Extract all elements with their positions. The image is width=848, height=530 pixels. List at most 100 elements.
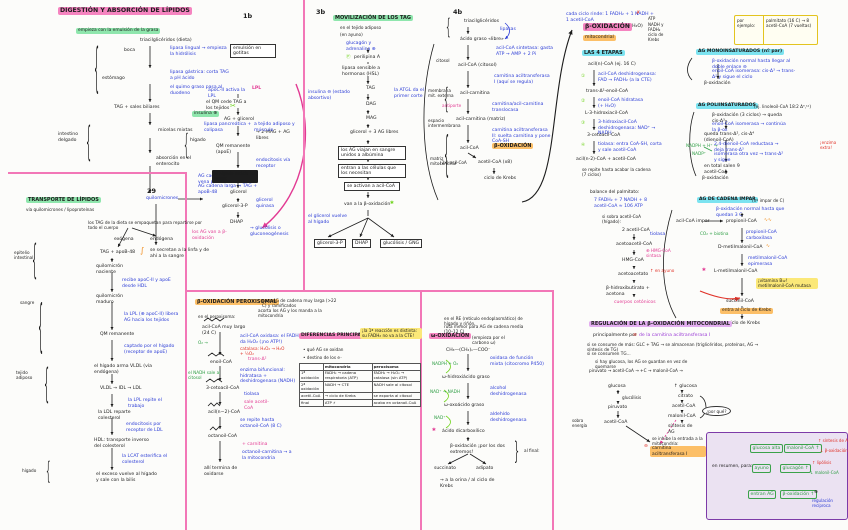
note-text: ⊕ HMG-CoA sintasa bbox=[646, 248, 671, 259]
note-text: ↓ malonil-CoA bbox=[810, 470, 839, 475]
note-text: ácido dicarboxílico bbox=[442, 429, 485, 434]
note-text: β-oxidación ↑ bbox=[780, 490, 817, 499]
note-text: ↑ glucosa bbox=[674, 384, 697, 389]
step-3: ③ bbox=[581, 121, 586, 126]
note-text: DHAP bbox=[352, 239, 371, 248]
inhibition-icon: ⊖ bbox=[644, 444, 648, 449]
note-text: L-3-hidroxiacil-CoA bbox=[585, 111, 628, 116]
connector-arrow bbox=[467, 152, 477, 159]
note-text: quilomicrón naciente bbox=[96, 264, 123, 275]
header-transporte: TRANSPORTE DE LÍPIDOS bbox=[26, 197, 101, 204]
note-text: acil-CoA impar bbox=[676, 219, 710, 224]
page-marker-29: 29 bbox=[147, 187, 157, 195]
note-text: (+ H₂O) bbox=[625, 24, 643, 29]
note-text: sangre bbox=[20, 300, 35, 305]
step-1: ① bbox=[581, 74, 586, 79]
note-text: metilmalonil-CoA epimerasa bbox=[748, 256, 788, 267]
note-text: lipasa lingual → empieza la hidrólisis bbox=[170, 46, 227, 57]
header-4-etapas: LAS 4 ETAPAS bbox=[582, 50, 625, 57]
note-text: si se consume de más: GLC + TAG → se alm… bbox=[587, 342, 759, 353]
note-text: ↓ β-oxidación bbox=[820, 448, 848, 453]
connector-arrow bbox=[131, 227, 157, 237]
panel-divider bbox=[552, 290, 554, 530]
connector-arrow bbox=[445, 359, 451, 374]
note-text: β-oxidación normal hasta que quedan 3 C bbox=[716, 207, 785, 218]
note-text: propionil-CoA carboxilasa bbox=[746, 230, 777, 241]
note-text: enoil-CoA hidratasa (+ H₂O) bbox=[598, 98, 644, 109]
note-text: endocitosis vía receptor bbox=[256, 158, 291, 169]
note-text: glicerol quinasa bbox=[256, 198, 275, 209]
connector-arrow bbox=[663, 209, 677, 319]
connector-arrow bbox=[521, 29, 573, 203]
note-text: DHAP bbox=[230, 220, 243, 225]
note-text: tiolasa bbox=[650, 232, 666, 237]
note-text: TAG + sales biliares bbox=[114, 105, 160, 110]
star-icon: ✱ bbox=[432, 428, 436, 433]
note-text: endógena bbox=[150, 237, 173, 242]
note-text: citosol bbox=[436, 58, 450, 63]
note-text: tiolasa: entra CoA-SH, corta y sale acet… bbox=[598, 142, 662, 153]
note-text: acil-carnitina (matriz) bbox=[456, 117, 506, 122]
note-text: enzima bifuncional: hidratasa + deshidro… bbox=[240, 368, 296, 385]
header-omega: ω-OXIDACIÓN bbox=[429, 333, 472, 340]
table-cell: 2ª oxidación bbox=[299, 381, 324, 394]
note-text: acil(n−2)-CoA bbox=[208, 410, 240, 415]
note-text: catalasa: H₂O₂ → H₂O + ½O₂ bbox=[240, 346, 285, 357]
connector-arrow bbox=[689, 111, 697, 177]
note-text: acil(n-2)-CoA + acetil-CoA bbox=[576, 157, 636, 162]
panel-divider bbox=[185, 290, 553, 292]
note-text: β-oxidación bbox=[702, 176, 729, 181]
note-text: acil-carnitina bbox=[460, 91, 490, 96]
scissors-icon: ✂ bbox=[230, 102, 236, 110]
note-text: glucosa alta bbox=[750, 444, 783, 453]
header-beta-oxidacion: β-OXIDACIÓN bbox=[583, 23, 632, 31]
note-text: ¡enzima extra! bbox=[820, 140, 837, 150]
note-text: ciclo de Krebs bbox=[484, 176, 517, 181]
note-text: si sobra acetil-CoA (hígado): bbox=[602, 214, 641, 225]
note-text: emulsión en gotitas bbox=[230, 44, 276, 59]
note-text: carnitina aciltransferasa I (aquí se reg… bbox=[494, 74, 550, 85]
note-text: el NADH sale al citosol bbox=[188, 370, 221, 381]
note-text: matriz mitocondrial bbox=[430, 156, 457, 167]
note-text: absorción en el enterocito bbox=[156, 156, 192, 167]
note-text: 2,4-dienoil-CoA reductasa → deja trans-Δ… bbox=[714, 142, 779, 153]
note-text: DAG bbox=[366, 102, 377, 107]
note-text: perilipina A bbox=[354, 55, 380, 60]
note-text: entran a las células que los necesitan bbox=[338, 164, 406, 179]
connector-arrow bbox=[443, 389, 449, 403]
note-text: el hígado arma VLDL (vía endógena) bbox=[94, 364, 152, 375]
note-text: L-metilmalonil-CoA bbox=[714, 269, 758, 274]
note-text: → 2-MAG + AG libres bbox=[256, 130, 290, 141]
note-text: TAG + apoB-48 bbox=[100, 250, 136, 255]
note-text: tejido adiposo bbox=[16, 370, 33, 381]
note-text: alcohol deshidrogenasa bbox=[490, 386, 527, 397]
note-text: ω-oxoácido graso bbox=[444, 403, 485, 408]
note-text: mitocondrial bbox=[583, 35, 616, 41]
note-text: β-oxidación normal hasta llegar al doble… bbox=[712, 59, 791, 70]
note-text: el quimo graso pasa al duodeno bbox=[170, 85, 223, 96]
subtitle-digestion: empieza con la emulsión de la grasa bbox=[76, 28, 161, 34]
step-4: ④ bbox=[581, 143, 586, 148]
note-text: ciclo de Krebs bbox=[648, 32, 664, 42]
panel-divider bbox=[303, 0, 305, 292]
note-text: octanoil-CoA bbox=[208, 434, 238, 439]
note-text: se repite hasta acabar la cadena (7 cicl… bbox=[582, 167, 651, 178]
note-text: ácido graso «libre» bbox=[460, 37, 504, 42]
note-text: • qué AG se oxidan bbox=[303, 347, 344, 352]
note-text: carnitina/acil-carnitina translocasa bbox=[492, 102, 544, 113]
header-diferencias: DIFERENCIAS PRINCIPALES bbox=[299, 333, 373, 339]
note-text: glucagón y adrenalina ⊕ bbox=[346, 41, 376, 52]
panel-divider bbox=[8, 172, 185, 174]
note-text: acil-CoA deshidrogenasa: FAD → FADH₂ (a … bbox=[598, 72, 657, 83]
note-text: piruvato bbox=[608, 405, 628, 410]
note-text: cuerpos cetónicos bbox=[614, 300, 656, 305]
header-movilizacion: MOVILIZACIÓN DE LOS TAG bbox=[333, 15, 413, 22]
note-text: ATP bbox=[648, 16, 656, 21]
note-text: acorta los AG y los manda a la mitocondr… bbox=[258, 308, 322, 319]
note-text: si hay glucosa, los AG se guardan en vez… bbox=[595, 359, 688, 370]
pen-mark: ∫ bbox=[140, 246, 145, 255]
page-marker-3b: 3b bbox=[316, 8, 326, 16]
connector-arrow bbox=[625, 425, 651, 443]
note-text: 3-cetoacil-CoA bbox=[587, 133, 621, 138]
